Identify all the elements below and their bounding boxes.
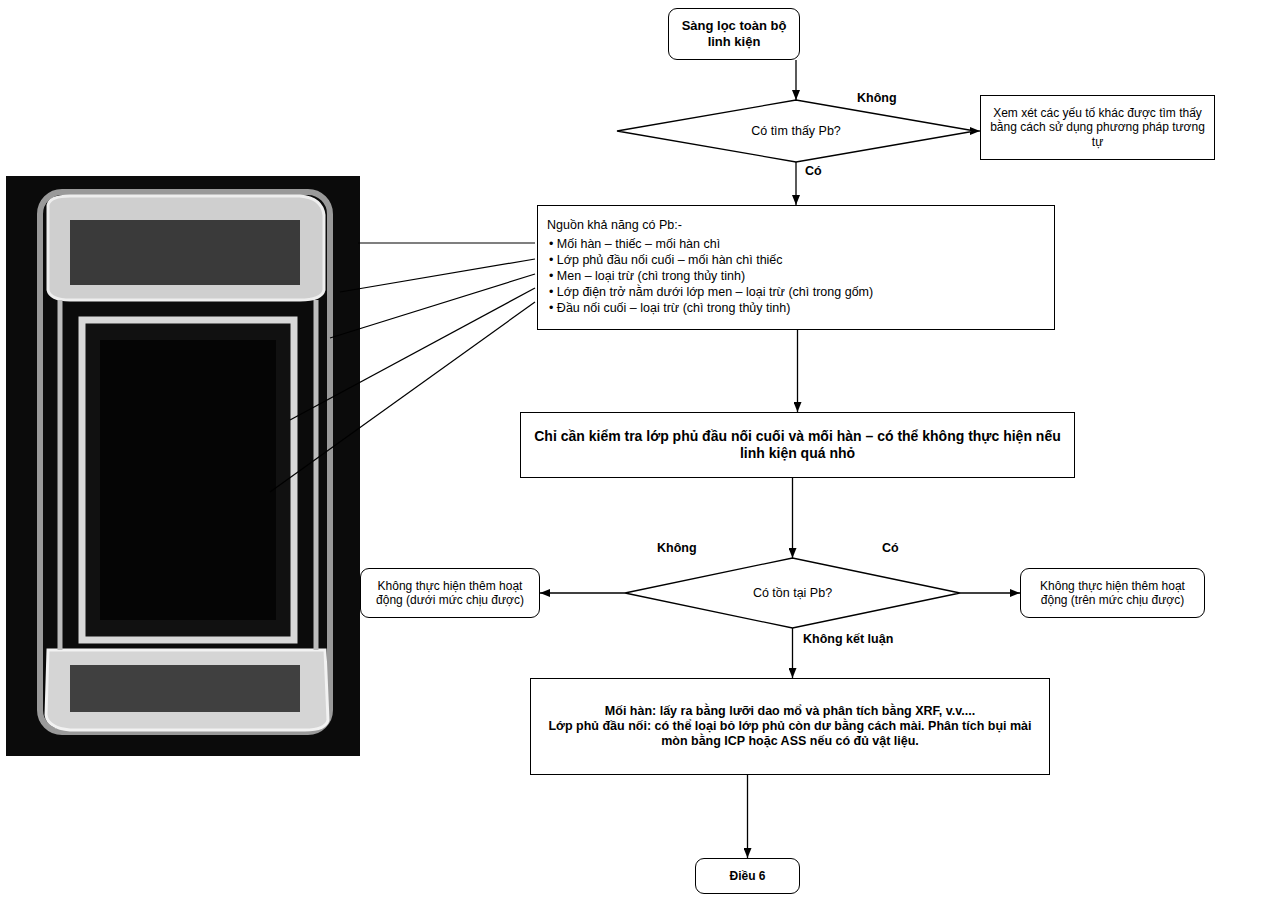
leader-lines: [270, 243, 535, 492]
end-box: Điều 6: [695, 858, 800, 894]
decision-diamond: Có tồn tại Pb?: [625, 558, 960, 628]
component-outline: [40, 192, 330, 732]
leader-line: [340, 259, 535, 292]
node-text: Không thực hiện thêm hoạt động (dưới mức…: [370, 579, 530, 608]
node-text: • Lớp phủ đầu nối cuối – mối hàn chì thi…: [547, 253, 1045, 268]
node-text: Chỉ cần kiểm tra lớp phủ đầu nối cuối và…: [530, 428, 1065, 462]
process-box: Xem xét các yếu tố khác được tìm thấy bằ…: [980, 95, 1215, 160]
top-terminal: [48, 196, 324, 300]
node-text: Có tìm thấy Pb?: [751, 124, 841, 139]
edge-label: Có: [880, 541, 901, 556]
node-text: Có tồn tại Pb?: [753, 586, 832, 601]
terminal-box: Không thực hiện thêm hoạt động (dưới mức…: [360, 568, 540, 618]
bottom-terminal: [46, 650, 328, 730]
connector: [540, 592, 625, 593]
start-box: Sàng lọc toàn bộ linh kiện: [668, 8, 800, 60]
connector: [792, 628, 793, 678]
leader-line: [330, 274, 535, 338]
edge-label: Có: [803, 164, 824, 179]
leader-line: [358, 242, 535, 243]
connector: [747, 775, 748, 858]
glaze-layer: [100, 340, 276, 620]
edge-label: Không kết luận: [801, 632, 895, 647]
connector: [795, 60, 796, 100]
node-text: • Mối hàn – thiếc – mối hàn chì: [547, 237, 1045, 252]
connector: [960, 592, 1020, 593]
side-edge: [60, 300, 316, 650]
leader-line: [290, 288, 535, 420]
process-box: Chỉ cần kiểm tra lớp phủ đầu nối cuối và…: [520, 412, 1075, 478]
connector: [795, 162, 796, 205]
node-text: Không thực hiện thêm hoạt động (trên mức…: [1030, 579, 1195, 608]
node-text: Điều 6: [705, 869, 790, 883]
node-text: Xem xét các yếu tố khác được tìm thấy bằ…: [990, 106, 1205, 149]
node-text: • Đầu nối cuối – loại trừ (chì trong thủ…: [547, 301, 1045, 316]
edge-label: Không: [655, 541, 699, 556]
leader-line: [270, 302, 535, 492]
resistive-layer: [82, 320, 294, 640]
node-text: Sàng lọc toàn bộ linh kiện: [678, 18, 790, 49]
connector: [797, 330, 798, 412]
decision-diamond: Có tìm thấy Pb?: [617, 100, 975, 162]
node-text: Mối hàn: lấy ra bằng lưỡi dao mổ và phân…: [540, 704, 1040, 719]
node-text: Lớp phủ đầu nối: có thể loại bỏ lớp phủ …: [540, 719, 1040, 749]
process-box: Mối hàn: lấy ra bằng lưỡi dao mổ và phân…: [530, 678, 1050, 775]
diamond-shape: [617, 100, 975, 162]
bottom-terminal-shade: [70, 665, 300, 712]
diamond-shape: [625, 558, 960, 628]
edge-label: Không: [855, 91, 899, 106]
top-terminal-shade: [70, 220, 300, 285]
node-text: • Lớp điện trở nằm dưới lớp men – loại t…: [547, 285, 1045, 300]
node-text: Nguồn khả năng có Pb:-: [547, 218, 1045, 233]
connector: [792, 478, 793, 558]
node-text: • Men – loại trừ (chì trong thủy tinh): [547, 269, 1045, 284]
terminal-box: Không thực hiện thêm hoạt động (trên mức…: [1020, 568, 1205, 618]
process-box: Nguồn khả năng có Pb:- • Mối hàn – thiếc …: [537, 205, 1055, 330]
